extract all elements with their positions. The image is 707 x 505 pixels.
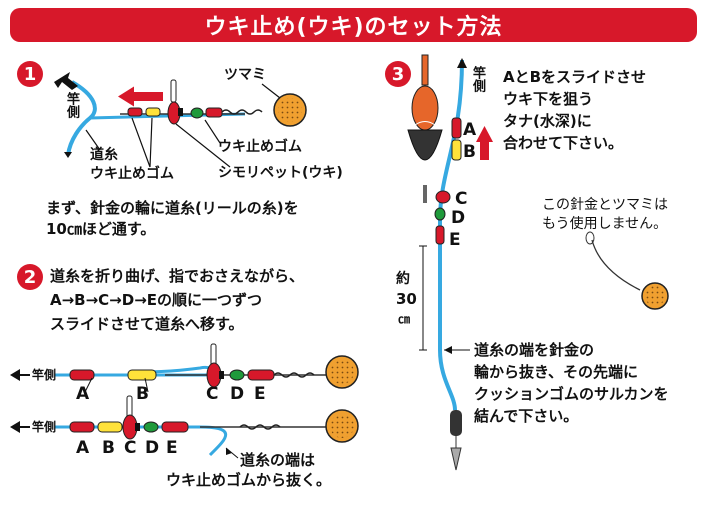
step1-tsumami-pointer xyxy=(261,83,281,99)
step1-twisted-wire xyxy=(221,109,263,115)
step3-note-line1: この針金とツマミは xyxy=(542,197,668,213)
step2-row1-label-a: A xyxy=(76,384,90,404)
step2-row1 xyxy=(10,343,359,393)
step2-row2-label-b: B xyxy=(102,438,115,458)
step1-ukidome-gomu-right-label: ウキ止めゴム xyxy=(218,139,302,155)
step1-number: 1 xyxy=(23,63,37,85)
step2-row1-arrow xyxy=(10,369,20,381)
page-title: ウキ止め(ウキ)のセット方法 xyxy=(204,15,503,40)
step2-row2-rubber-a xyxy=(69,421,95,433)
step1-ukidome-gomu-left-label: ウキ止めゴム xyxy=(90,166,174,182)
step1-slide-arrow xyxy=(133,92,163,101)
step3-rod-arrow xyxy=(457,58,467,68)
step3-badge: 3 xyxy=(385,61,411,87)
step2-note-line2: ウキ止めゴムから抜く。 xyxy=(166,471,332,489)
step1-pointer-michiito xyxy=(85,129,101,151)
step3-up-arrow-body xyxy=(480,142,489,160)
step3-float-stem xyxy=(423,185,427,203)
step1-rod-side-label: 竿側 xyxy=(64,92,79,118)
step2-note-line1: 道糸の端は xyxy=(240,451,316,469)
step1-left-arrow xyxy=(54,72,78,90)
step3-float-top xyxy=(421,54,429,86)
step2-instruction-line2: A→B→C→D→Eの順に一つずつ xyxy=(50,291,263,309)
step2-row1-rubber-e xyxy=(247,369,275,381)
step3-cushion-gum xyxy=(450,410,462,436)
step1-michiito-label: 道糸 xyxy=(90,147,118,163)
step1-swivel xyxy=(170,79,177,103)
step3-note-line2: もう使用しません。 xyxy=(542,216,668,232)
step3-end-line4: 結んで下さい。 xyxy=(474,407,579,425)
step3-wire-unused xyxy=(591,239,641,291)
step3-end-line2: 輪から抜き、その先端に xyxy=(474,363,638,381)
step2-instruction-line1: 道糸を折り曲げ、指でおさえながら、 xyxy=(50,267,304,285)
step3-diagram xyxy=(407,54,669,471)
step1-instruction-line1: まず、針金の輪に道糸(リールの糸)を xyxy=(46,199,299,217)
step3-label-d: D xyxy=(451,208,466,228)
step2-row2-label-a: A xyxy=(76,438,90,458)
step2-row2-arrow xyxy=(10,421,20,433)
step1-down-arrow xyxy=(64,152,72,158)
step2-row1-rod-side: 竿側 xyxy=(32,368,57,382)
title-banner: ウキ止め(ウキ)のセット方法 xyxy=(10,8,697,42)
step3-number: 3 xyxy=(391,63,405,85)
step3-distance-prefix: 約 xyxy=(396,271,410,287)
step2-row2-rubber-d xyxy=(143,421,159,433)
step1-instruction-line2: 10㎝ほど通す。 xyxy=(46,220,156,238)
step1-shimori-label: シモリペット(ウキ) xyxy=(218,165,343,181)
step3-rubber-d xyxy=(434,207,446,221)
step3-label-b: B xyxy=(463,142,476,162)
step3-instruction-line3: タナ(水深)に xyxy=(503,112,592,130)
step2-instruction-line3: スライドさせて道糸へ移す。 xyxy=(50,315,244,333)
step1-pointer-shimori xyxy=(175,123,231,168)
step1-diagram xyxy=(54,72,307,168)
step3-up-arrow-head xyxy=(476,126,493,142)
step3-label-a: A xyxy=(463,120,477,140)
step1-pointer-gomu-left xyxy=(131,117,153,168)
step3-instruction-line1: AとBをスライドさせ xyxy=(503,68,647,86)
step3-label-e: E xyxy=(449,230,461,250)
step2-row2-rubber-b xyxy=(97,421,123,433)
step3-rubber-a xyxy=(451,117,462,139)
step3-rubber-b xyxy=(451,139,462,161)
step3-rubber-e xyxy=(435,225,445,245)
step3-float-body xyxy=(411,85,439,131)
step1-tsumami-label: ツマミ xyxy=(224,67,266,83)
step1-pointer-gomu-right xyxy=(204,119,221,144)
step1-badge: 1 xyxy=(17,61,43,87)
step3-distance-unit: ㎝ xyxy=(398,312,411,326)
step3-instruction-line4: 合わせて下さい。 xyxy=(503,134,624,152)
step1-rubber-c xyxy=(178,108,183,116)
step3-rod-side-label: 竿側 xyxy=(470,66,485,92)
step1-rubber-d xyxy=(190,107,204,119)
step3-swivel xyxy=(450,436,462,471)
step2-row1-rubber-b xyxy=(127,369,157,381)
step2-row2 xyxy=(10,395,359,459)
step2-row2-label-d: D xyxy=(145,438,160,458)
step3-instruction-line2: ウキ下を狙う xyxy=(503,90,594,108)
step2-row2-rubber-e xyxy=(161,421,189,433)
step2-number: 2 xyxy=(23,266,37,288)
step2-badge: 2 xyxy=(17,264,43,290)
step2-row1-label-c: C xyxy=(206,384,219,404)
step2-row2-shimori xyxy=(122,414,138,440)
step1-rubber-a xyxy=(127,107,143,117)
step2-row1-label-b: B xyxy=(136,384,149,404)
step2-row1-rubber-d xyxy=(229,369,245,381)
step3-float-bottom xyxy=(407,129,443,161)
step3-label-c: C xyxy=(455,189,468,209)
step2-row2-rod-side: 竿側 xyxy=(32,420,57,434)
step1-slide-arrowhead xyxy=(118,86,134,107)
step2-row2-label-c: C xyxy=(124,438,137,458)
step2-row2-label-e: E xyxy=(166,438,178,458)
step1-rubber-b xyxy=(145,107,161,117)
step2-row1-label-e: E xyxy=(254,384,266,404)
step3-end-line3: クッションゴムのサルカンを xyxy=(474,385,669,403)
step3-shimori xyxy=(435,190,451,204)
step2-row1-rubber-a xyxy=(69,369,95,381)
step1-rubber-e xyxy=(205,107,223,118)
step3-distance-value: 30 xyxy=(396,290,417,308)
step3-end-line1: 道糸の端を針金の xyxy=(474,341,595,359)
step2-row1-label-d: D xyxy=(230,384,245,404)
